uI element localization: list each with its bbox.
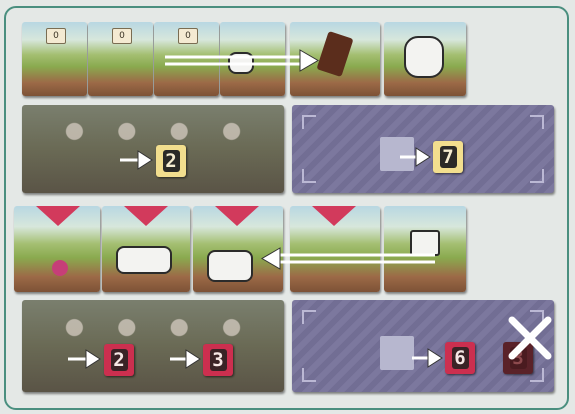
token-value: 6 <box>452 347 469 369</box>
score-token[interactable]: 7 <box>433 141 463 173</box>
token-value: 7 <box>440 146 457 168</box>
animal-icon <box>116 246 172 274</box>
pasture-card[interactable] <box>290 206 380 292</box>
token-value: 3 <box>210 349 227 371</box>
pasture-card[interactable]: 0 <box>154 22 219 96</box>
flower-icon <box>52 260 68 276</box>
pasture-card[interactable] <box>14 206 100 292</box>
meeple-icon <box>316 31 353 77</box>
pennant-icon <box>36 206 80 226</box>
empty-slot <box>380 336 414 370</box>
arena-corner <box>302 169 316 183</box>
score-token[interactable]: 2 <box>104 344 134 376</box>
arena-corner <box>302 310 316 324</box>
arena-corner <box>302 368 316 382</box>
animal-icon <box>228 52 254 74</box>
token-value: 2 <box>163 150 180 172</box>
score-token[interactable]: 2 <box>156 145 186 177</box>
close-icon <box>506 314 554 362</box>
stands-card[interactable] <box>22 105 284 193</box>
card-tag: 0 <box>178 28 198 44</box>
stands-card[interactable] <box>22 300 284 392</box>
score-token[interactable]: 6 <box>445 342 475 374</box>
arena-corner <box>302 115 316 129</box>
card-tag: 0 <box>112 28 132 44</box>
arena-corner <box>530 115 544 129</box>
pasture-card[interactable]: 0 <box>22 22 87 96</box>
pasture-card[interactable] <box>384 206 466 292</box>
empty-slot <box>380 137 414 171</box>
animal-icon <box>404 36 444 78</box>
pasture-card[interactable] <box>193 206 283 292</box>
token-value: 2 <box>111 349 128 371</box>
animal-icon <box>410 230 440 256</box>
card-tag: 0 <box>46 28 66 44</box>
pasture-card[interactable] <box>384 22 466 96</box>
pasture-card[interactable] <box>290 22 380 96</box>
pasture-card[interactable] <box>220 22 285 96</box>
pennant-icon <box>312 206 356 226</box>
arena-corner <box>530 169 544 183</box>
pennant-icon <box>215 206 259 226</box>
animal-icon <box>207 250 253 282</box>
pasture-card[interactable]: 0 <box>88 22 153 96</box>
pennant-icon <box>124 206 168 226</box>
arena-card[interactable] <box>292 105 554 193</box>
score-token[interactable]: 3 <box>203 344 233 376</box>
pasture-card[interactable] <box>102 206 190 292</box>
